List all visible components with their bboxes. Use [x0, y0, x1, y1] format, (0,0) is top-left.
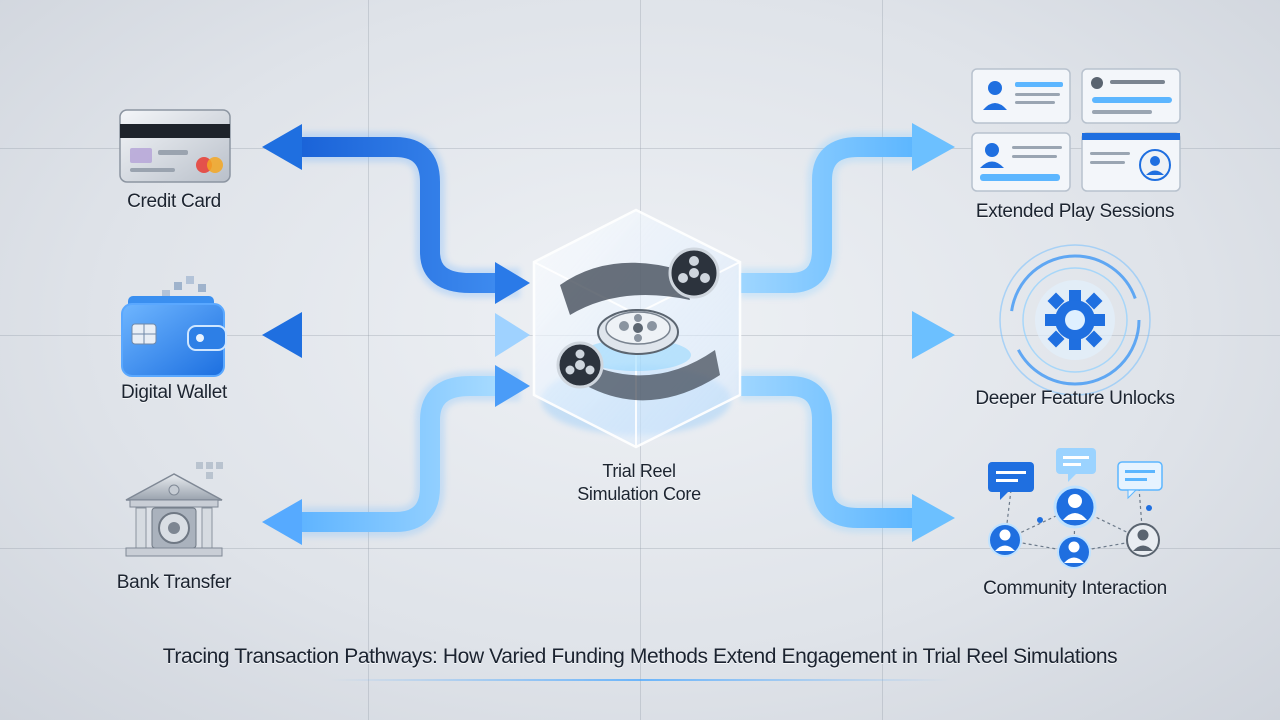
profile-cards-icon: [971, 68, 1181, 192]
community-arrow: [740, 376, 915, 528]
digital-wallet-label: Digital Wallet: [121, 382, 227, 403]
arrowhead-icon: [912, 311, 955, 359]
credit-card-arrow: [300, 137, 505, 293]
credit-card-icon: [119, 109, 231, 183]
caption-underline: [330, 679, 950, 681]
wallet-icon: [121, 276, 227, 377]
bank-transfer-arrow: [300, 376, 505, 532]
arrowhead-icon: [262, 312, 302, 358]
arrowhead-icon: [495, 365, 530, 407]
core-label-line1: Trial Reel: [602, 461, 676, 481]
extended-play-label: Extended Play Sessions: [975, 201, 1175, 222]
outcome-arrows: [740, 123, 955, 542]
core-label-line2: Simulation Core: [577, 484, 701, 504]
credit-card-label: Credit Card: [127, 191, 221, 212]
community-network-icon: [988, 448, 1163, 569]
arrowhead-icon: [262, 499, 302, 545]
arrowhead-icon: [912, 494, 955, 542]
extended-play-arrow: [740, 137, 915, 293]
core-label: Trial Reel Simulation Core: [577, 460, 701, 506]
arrowhead-icon: [495, 262, 530, 304]
film-reel-cube-icon: [532, 208, 742, 449]
bank-transfer-label: Bank Transfer: [116, 572, 232, 593]
gear-icon: [999, 244, 1151, 396]
diagram-caption: Tracing Transaction Pathways: How Varied…: [162, 645, 1118, 668]
arrowhead-icon: [262, 124, 302, 170]
grid-line: [0, 148, 1280, 149]
community-label: Community Interaction: [983, 578, 1167, 599]
grid-line: [882, 0, 883, 720]
arrowhead-icon: [912, 123, 955, 171]
bank-icon: [125, 462, 223, 557]
feature-unlocks-label: Deeper Feature Unlocks: [975, 388, 1175, 409]
source-arrows: [262, 124, 530, 545]
grid-line: [368, 0, 369, 720]
grid-line: [0, 548, 1280, 549]
arrowhead-icon: [495, 313, 530, 357]
